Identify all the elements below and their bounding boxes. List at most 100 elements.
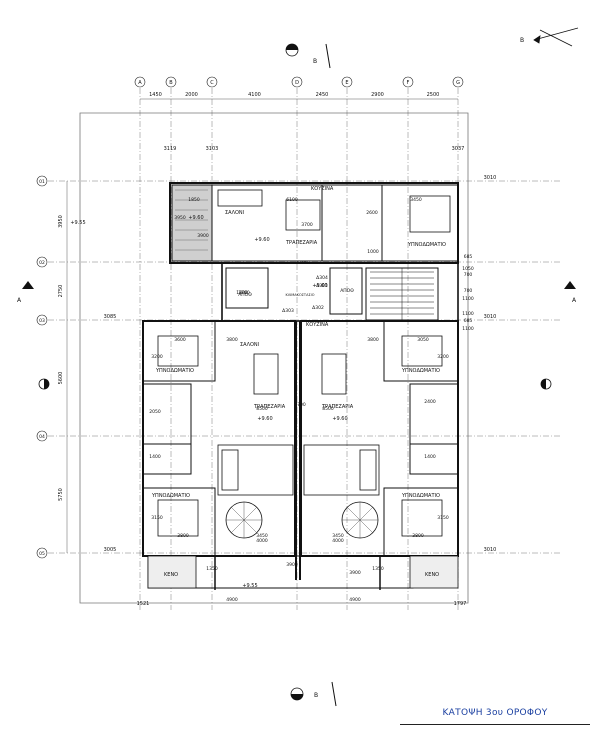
svg-text:B: B <box>314 692 318 699</box>
section-marker-mid-right <box>540 378 552 390</box>
row-spacing: 5600 <box>58 372 64 385</box>
dim-unit-mid: 3700 <box>294 402 306 408</box>
room-labels: ΣΑΛΟΝΙ ΚΟΥΖΙΝΑ ΤΡΑΠΕΖΑΡΙΑ ΥΠΝΟΔΩΜΑΤΙΟ ΥΠ… <box>151 186 446 578</box>
level-mark: +9.60 <box>254 237 269 243</box>
label-living-top: ΣΑΛΟΝΙ <box>225 210 244 216</box>
dim-right-row: 3010 <box>484 547 497 553</box>
building-walls <box>142 182 459 590</box>
level-mark: +9.55 <box>70 220 85 226</box>
dim-unit-mid: 1400 <box>424 454 436 460</box>
dim-unit-mid: 1400 <box>149 454 161 460</box>
axis-bubble-02 <box>36 256 48 268</box>
section-marker-right: A <box>564 281 577 304</box>
row-spacing: 3950 <box>58 215 64 228</box>
axis-label-E: E <box>345 80 348 86</box>
label-living-1: ΣΑΛΟΝΙ <box>240 342 259 348</box>
dim-unit-bottom: 4900 <box>349 597 361 603</box>
axis-label-A: A <box>138 80 142 86</box>
axis-bubble-03 <box>36 314 48 326</box>
col-spacing: 2900 <box>371 92 384 98</box>
dim-top-left: 3119 <box>164 146 177 152</box>
dim-unit-bottom: 4000 <box>332 538 344 544</box>
drawing-title: ΚΑΤΟΨΗ 3ου ΟΡΟΦΟΥ <box>442 708 548 718</box>
label-kitchen-2: ΚΟΥΖΙΝΑ <box>306 322 329 328</box>
col-spacing: 2500 <box>427 92 440 98</box>
section-marker-bottom: B <box>290 681 337 707</box>
section-marker-left: A <box>17 281 34 304</box>
axis-label-C: C <box>210 80 214 86</box>
dim-core: 700 <box>464 288 473 294</box>
row-spacing: 2750 <box>58 285 64 298</box>
dim-unit-bottom: 4000 <box>256 538 268 544</box>
dim-unit-top: 1100 <box>296 260 308 266</box>
spiral-stairs <box>226 502 378 538</box>
dim-unit-top: 3450 <box>410 197 422 203</box>
dim-bottom-right: 1797 <box>454 601 467 607</box>
lobby-label: ΚΛΙΜΑΚΟΣΤΑΣΙΟ <box>286 293 315 297</box>
col-spacing: 1450 <box>149 92 162 98</box>
dim-unit-mid: 3050 <box>417 337 429 343</box>
level-mark: +9.55 <box>242 583 257 589</box>
stair-mark: Δ302 <box>312 305 324 311</box>
section-marker-top: B <box>285 43 331 69</box>
dim-unit-top: 1850 <box>188 197 200 203</box>
col-spacing: 2000 <box>185 92 198 98</box>
axis-bubble-B <box>165 76 177 88</box>
svg-text:B: B <box>313 58 317 65</box>
dim-core: 685 <box>464 254 473 260</box>
dim-unit-bottom: 3150 <box>151 515 163 521</box>
dim-unit-mid: 8500 <box>256 406 268 412</box>
axis-bubble-04 <box>36 430 48 442</box>
dim-left-row: 3085 <box>104 314 117 320</box>
stair-mark: Δ303 <box>282 308 294 314</box>
dim-core: 1100 <box>462 326 474 332</box>
label-void-1: ΚΕΝΟ <box>164 572 178 578</box>
axis-bubble-D <box>291 76 303 88</box>
stair-mark: Δ304 <box>316 275 328 281</box>
dim-unit-mid: 3600 <box>174 337 186 343</box>
label-void-2: ΚΕΝΟ <box>425 572 439 578</box>
level-mark: +9.60 <box>188 215 203 221</box>
north-arrow-icon: B <box>520 27 579 47</box>
dim-unit-mid: 3200 <box>151 354 163 360</box>
site-boundary <box>79 112 469 604</box>
dim-unit-mid: 3800 <box>226 337 238 343</box>
dim-unit-top: 1000 <box>367 249 379 255</box>
void-hatch <box>175 189 208 251</box>
dim-unit-bottom: 3150 <box>437 515 449 521</box>
dim-core: 1050 <box>462 266 474 272</box>
dim-unit-top: 3900 <box>197 233 209 239</box>
axis-bubble-C <box>206 76 218 88</box>
dim-unit-bottom: 4900 <box>226 597 238 603</box>
dim-left-row: 3005 <box>104 547 117 553</box>
dim-unit-mid: 3800 <box>367 337 379 343</box>
axis-bubble-E <box>341 76 353 88</box>
label-dining-top: ΤΡΑΠΕΖΑΡΙΑ <box>285 240 318 246</box>
axis-label-G: G <box>456 80 460 86</box>
store-label: ΑΠΟΘ <box>340 288 354 294</box>
axis-bubble-01 <box>36 175 48 187</box>
row-spacing: 5750 <box>58 488 64 501</box>
axis-label-05: 05 <box>39 551 45 557</box>
drawing-title-block: ΚΑΤΟΨΗ 3ου ΟΡΟΦΟΥ <box>400 708 590 725</box>
axis-label-02: 02 <box>39 260 45 266</box>
axis-label-F: F <box>407 80 410 86</box>
label-bedroom-4: ΥΠΝΟΔΩΜΑΤΙΟ <box>401 493 440 499</box>
label-dining-2: ΤΡΑΠΕΖΑΡΙΑ <box>321 404 354 410</box>
section-marker-mid-left <box>38 378 50 390</box>
dim-unit-bottom: 1350 <box>372 566 384 572</box>
dim-unit-bottom: 3900 <box>349 570 361 576</box>
level-mark: +9.60 <box>312 283 327 289</box>
dim-unit-mid: 2050 <box>149 409 161 415</box>
dim-unit-top: 3950 <box>174 215 186 221</box>
dim-top-left: 3103 <box>206 146 219 152</box>
dim-unit-bottom: 3450 <box>256 533 268 539</box>
dim-unit-top: 2600 <box>366 210 378 216</box>
dim-unit-top: 3700 <box>301 222 313 228</box>
dim-top-right: 3037 <box>452 146 465 152</box>
axis-bubble-A <box>134 76 146 88</box>
dim-unit-mid: 3200 <box>437 354 449 360</box>
label-bedroom-3: ΥΠΝΟΔΩΜΑΤΙΟ <box>151 493 190 499</box>
